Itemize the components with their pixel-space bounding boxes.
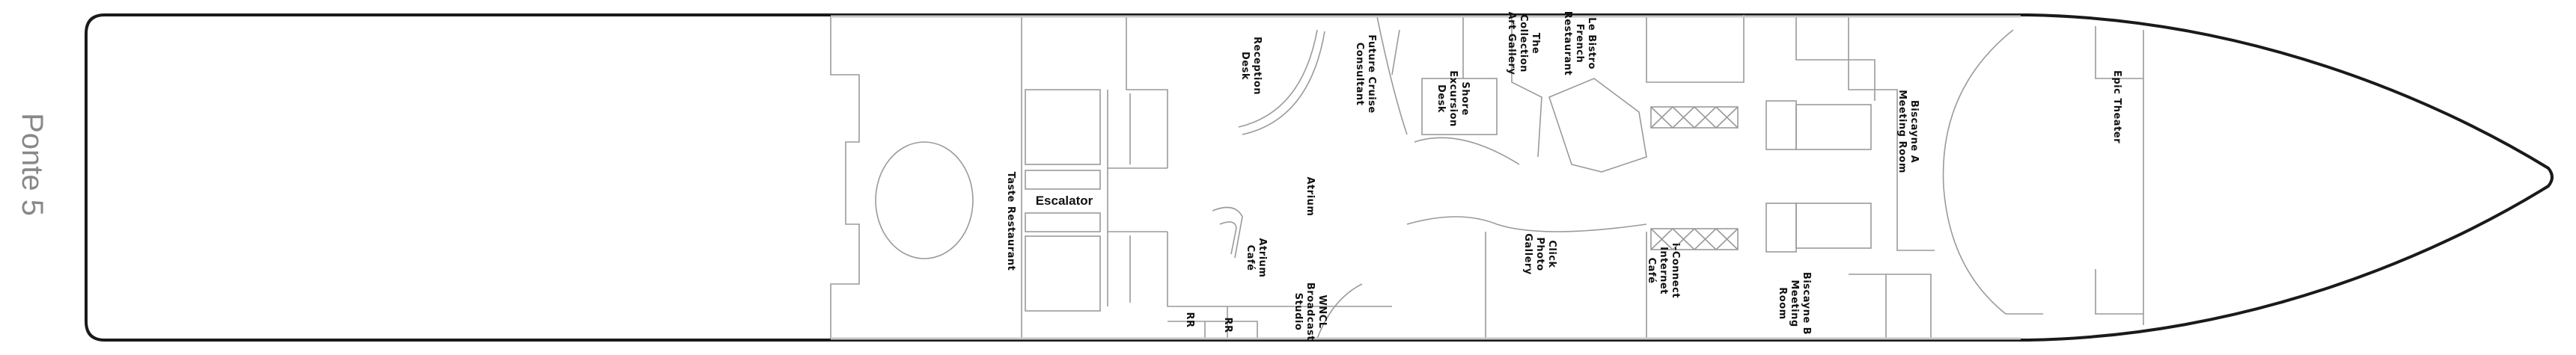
venue-label-line: French bbox=[1574, 24, 1585, 64]
venue-label-future-cruise: Future CruiseConsultant bbox=[1354, 34, 1377, 113]
venue-label-atrium-cafe: AtriumCafé bbox=[1245, 238, 1268, 278]
venue-label-line: Desk bbox=[1435, 84, 1447, 113]
venue-label-line: Café bbox=[1646, 258, 1657, 284]
venue-label-line: Collection bbox=[1518, 14, 1529, 72]
venue-label-biscayne-a: Biscayne AMeeting Room bbox=[1896, 90, 1920, 173]
venue-label-art-gallery: TheCollectionArt Gallery bbox=[1506, 12, 1541, 75]
venue-label-line: Le Bistro bbox=[1586, 17, 1597, 70]
venue-label-line: Taste Restaurant bbox=[1005, 172, 1016, 271]
venue-label-line: RR bbox=[1184, 312, 1195, 327]
venue-label-line: Desk bbox=[1239, 52, 1251, 80]
elevator-bank-lower bbox=[1650, 228, 1739, 250]
theater-wall bbox=[1942, 29, 2043, 315]
venue-label-photo-gallery: ClickPhotoGallery bbox=[1522, 233, 1557, 275]
venue-label-le-bistro: Le BistroFrenchRestaurant bbox=[1562, 11, 1597, 75]
venue-label-line: Meeting Room bbox=[1896, 90, 1908, 173]
venue-label-line: Internet bbox=[1658, 247, 1669, 294]
venue-label-line: Excursion bbox=[1447, 70, 1459, 127]
venue-label-line: Atrium bbox=[1304, 177, 1316, 217]
venue-label-line: Room bbox=[1777, 287, 1788, 319]
ship-hull bbox=[85, 13, 2554, 342]
venue-label-line: Studio bbox=[1292, 293, 1304, 331]
venue-label-line: Biscayne B bbox=[1801, 272, 1812, 335]
venue-label-escalator: Escalator bbox=[1036, 194, 1093, 208]
venue-label-line: Consultant bbox=[1354, 43, 1365, 106]
venue-label-taste: Taste Restaurant bbox=[1005, 172, 1016, 271]
venue-label-wncl: WNCLBroadcastStudio bbox=[1292, 283, 1328, 341]
venue-label-line: Restaurant bbox=[1562, 11, 1573, 75]
venue-label-line: Reception bbox=[1251, 37, 1263, 95]
venue-label-line: Gallery bbox=[1522, 233, 1533, 275]
venue-label-atrium: Atrium bbox=[1304, 177, 1316, 217]
venue-label-line: WNCL bbox=[1316, 294, 1328, 328]
venue-label-line: The bbox=[1530, 33, 1541, 54]
venue-label-line: Meeting bbox=[1789, 280, 1800, 327]
deck-title: Ponte 5 bbox=[16, 113, 49, 216]
venue-label-line: Shore bbox=[1459, 81, 1471, 115]
venue-label-line: Click bbox=[1546, 240, 1557, 268]
venue-label-epic-theater: Epic Theater bbox=[2111, 70, 2122, 143]
venue-label-line: Broadcast bbox=[1304, 283, 1316, 341]
venue-label-line: RR bbox=[1222, 317, 1233, 333]
venue-label-biscayne-b: Biscayne BMeetingRoom bbox=[1777, 272, 1812, 335]
venue-label-line: i-Connect bbox=[1670, 243, 1681, 298]
venue-label-line: Art Gallery bbox=[1506, 12, 1517, 75]
venue-label-line: Café bbox=[1245, 245, 1256, 271]
venue-label-shore-excursion: ShoreExcursionDesk bbox=[1435, 70, 1471, 127]
venue-label-line: Epic Theater bbox=[2111, 70, 2122, 143]
venue-label-reception: ReceptionDesk bbox=[1239, 37, 1263, 95]
venue-label-line: Photo bbox=[1534, 237, 1545, 271]
venue-label-rr1: RR bbox=[1184, 312, 1195, 327]
venue-label-internet-cafe: i-ConnectInternetCafé bbox=[1646, 243, 1681, 298]
venue-label-rr2: RR bbox=[1222, 317, 1233, 333]
elevator-bank-upper bbox=[1650, 106, 1739, 129]
venue-label-line: Biscayne A bbox=[1908, 100, 1920, 163]
venue-label-line: Future Cruise bbox=[1366, 34, 1377, 113]
venue-label-line: Escalator bbox=[1036, 194, 1093, 208]
floorplan-walls bbox=[830, 15, 2144, 340]
venue-label-line: Atrium bbox=[1257, 238, 1268, 278]
